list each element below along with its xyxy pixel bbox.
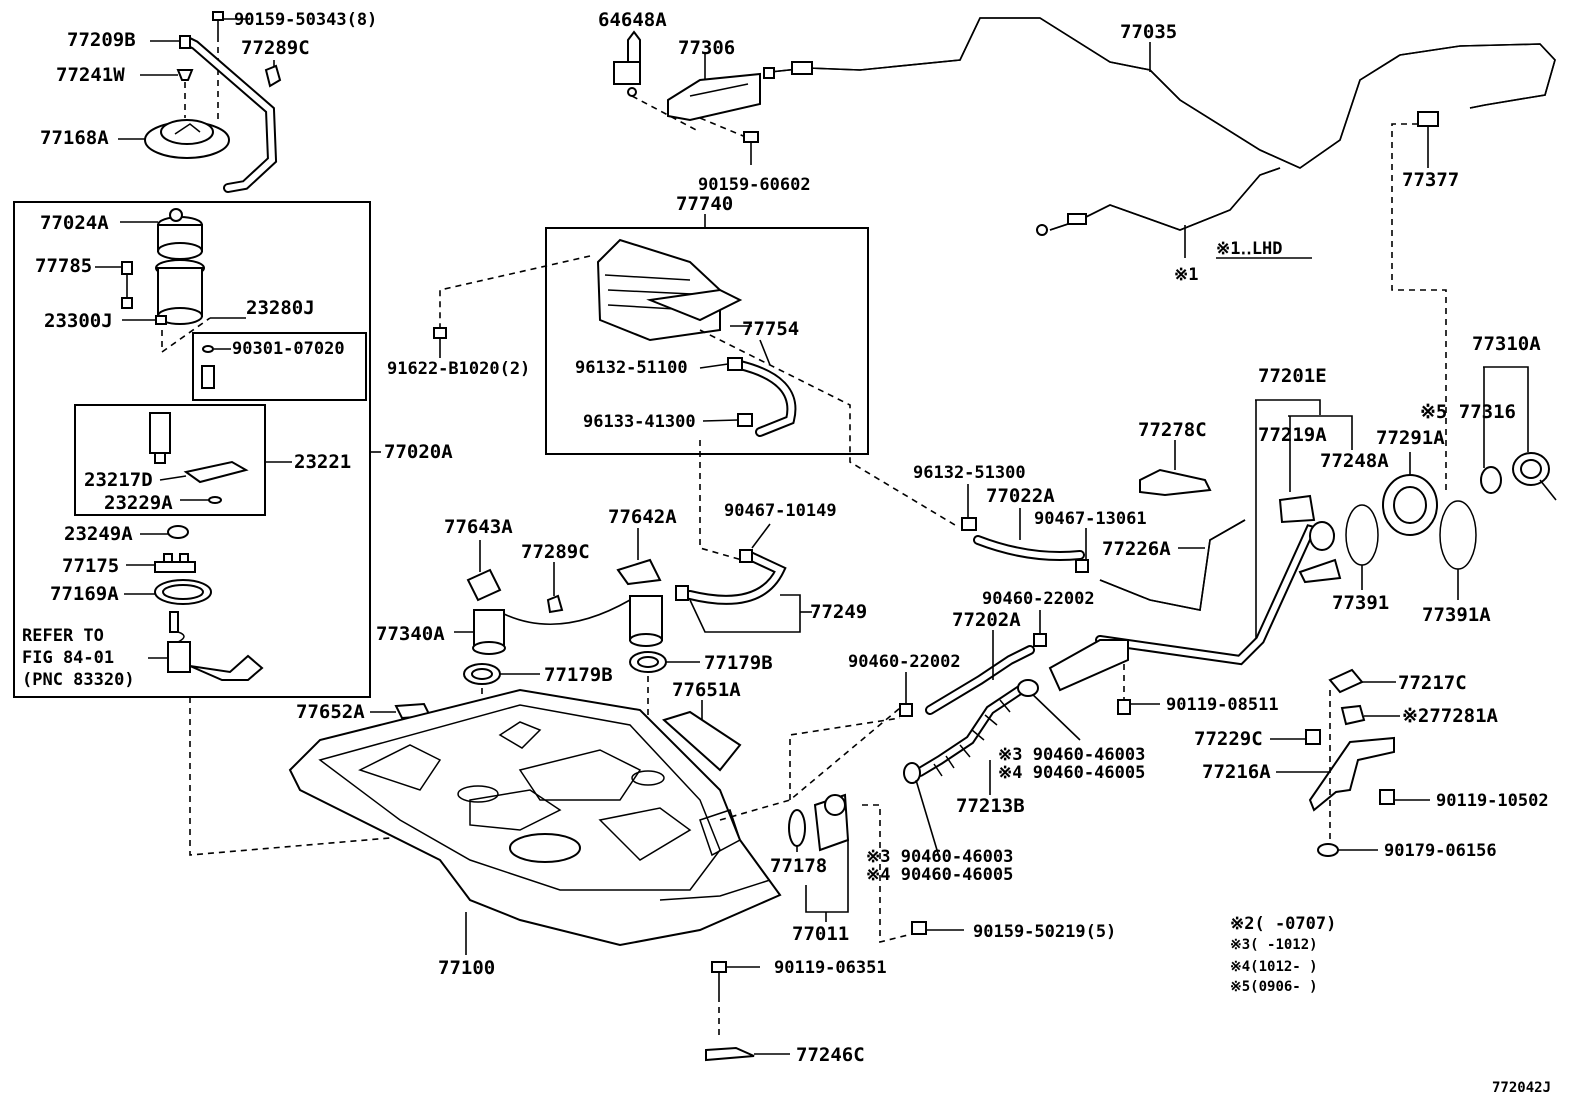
label-77219A: 77219A (1258, 424, 1327, 446)
label-90460-46003-b: ※3 90460-46003 (866, 847, 1013, 867)
label-77785: 77785 (35, 255, 92, 277)
figure-id: 772042J (1492, 1080, 1551, 1096)
label-277281A: ※277281A (1402, 705, 1499, 727)
label-77391A: 77391A (1422, 604, 1491, 626)
label-refer-2: FIG 84-01 (22, 648, 114, 668)
label-77179B-left: 77179B (544, 664, 613, 686)
label-77740: 77740 (676, 193, 733, 215)
filter-subkit-box (192, 332, 367, 401)
fuel-pump-components (95, 208, 292, 681)
label-77201E: 77201E (1258, 365, 1327, 387)
label-77289C-top: 77289C (241, 37, 310, 59)
label-77316: ※5 77316 (1420, 401, 1516, 423)
label-note-5: ※5(0906- ) (1230, 979, 1318, 995)
label-90467-10149: 90467-10149 (724, 501, 837, 521)
label-refer-3: (PNC 83320) (22, 670, 135, 690)
vent-valve-group (370, 523, 812, 840)
label-note-4: ※4(1012- ) (1230, 959, 1318, 975)
label-77169A: 77169A (50, 583, 119, 605)
label-23249A: 23249A (64, 523, 133, 545)
label-77216A: 77216A (1202, 761, 1271, 783)
label-77217C: 77217C (1398, 672, 1467, 694)
label-77643A: 77643A (444, 516, 513, 538)
label-77340A: 77340A (376, 623, 445, 645)
label-90460-46005-b: ※4 90460-46005 (866, 865, 1013, 885)
fuel-pump-gasket-group (788, 793, 964, 944)
label-77178: 77178 (770, 855, 827, 877)
label-90467-13061: 90467-13061 (1034, 509, 1147, 529)
fuel-tank (288, 688, 901, 1062)
label-77022A: 77022A (986, 485, 1055, 507)
pump-subkit-box (74, 404, 266, 516)
label-90179-06156: 90179-06156 (1384, 841, 1497, 861)
label-77213B: 77213B (956, 795, 1025, 817)
label-77289C-mid: 77289C (521, 541, 590, 563)
label-23280J: 23280J (246, 297, 315, 319)
label-64648A: 64648A (598, 9, 667, 31)
label-96132-51300: 96132-51300 (913, 463, 1026, 483)
label-77310A: 77310A (1472, 333, 1541, 355)
label-77249: 77249 (810, 601, 867, 623)
label-77035: 77035 (1120, 21, 1177, 43)
label-77377: 77377 (1402, 169, 1459, 191)
label-90460-46003-a: ※3 90460-46003 (998, 745, 1145, 765)
label-90460-22002-b: 90460-22002 (848, 652, 961, 672)
label-77011: 77011 (792, 923, 849, 945)
part-labels: 90159-50343(8) 77209B 77289C 77241W 7716… (22, 9, 1551, 1096)
label-lhd-note: ※1‥LHD (1216, 239, 1283, 259)
label-90119-10502: 90119-10502 (1436, 791, 1549, 811)
label-90119-06351: 90119-06351 (774, 958, 887, 978)
label-23221: 23221 (294, 451, 351, 473)
label-ref-1: ※1 (1174, 265, 1198, 285)
label-77209B: 77209B (67, 29, 136, 51)
label-77100: 77100 (438, 957, 495, 979)
label-96133-41300: 96133-41300 (583, 412, 696, 432)
label-77226A: 77226A (1102, 538, 1171, 560)
label-23217D: 23217D (84, 469, 153, 491)
label-77642A: 77642A (608, 506, 677, 528)
label-77391: 77391 (1332, 592, 1389, 614)
label-77168A: 77168A (40, 127, 109, 149)
label-77202A: 77202A (952, 609, 1021, 631)
label-77246C: 77246C (796, 1044, 865, 1066)
canister-valve-group (433, 17, 1556, 561)
label-23300J: 23300J (44, 310, 113, 332)
label-90460-22002-a: 90460-22002 (982, 589, 1095, 609)
fuel-pump-kit-box (13, 201, 371, 698)
label-77306: 77306 (678, 37, 735, 59)
label-note-2: ※2( -0707) (1230, 914, 1336, 934)
label-note-3: ※3( -1012) (1230, 937, 1318, 953)
label-77020A: 77020A (384, 441, 453, 463)
label-77278C: 77278C (1138, 419, 1207, 441)
label-refer-1: REFER TO (22, 626, 104, 646)
label-77175: 77175 (62, 555, 119, 577)
label-77179B-right: 77179B (704, 652, 773, 674)
filler-pipe-group (899, 366, 1557, 861)
label-90159-50343: 90159-50343(8) (234, 10, 377, 30)
label-77652A: 77652A (296, 701, 365, 723)
label-90159-50219: 90159-50219(5) (973, 922, 1116, 942)
label-96132-51100: 96132-51100 (575, 358, 688, 378)
label-77754: 77754 (742, 318, 799, 340)
label-90159-60602: 90159-60602 (698, 175, 811, 195)
label-23229A: 23229A (104, 492, 173, 514)
label-77024A: 77024A (40, 212, 109, 234)
label-90301-07020: 90301-07020 (232, 339, 345, 359)
label-77651A: 77651A (672, 679, 741, 701)
label-77248A: 77248A (1320, 450, 1389, 472)
label-77241W: 77241W (56, 64, 125, 86)
label-90119-08511: 90119-08511 (1166, 695, 1279, 715)
label-77291A: 77291A (1376, 427, 1445, 449)
label-90460-46005-a: ※4 90460-46005 (998, 763, 1145, 783)
label-91622-B1020: 91622-B1020(2) (387, 359, 530, 379)
label-77229C: 77229C (1194, 728, 1263, 750)
fuel-pump-bracket-assembly (118, 11, 282, 193)
